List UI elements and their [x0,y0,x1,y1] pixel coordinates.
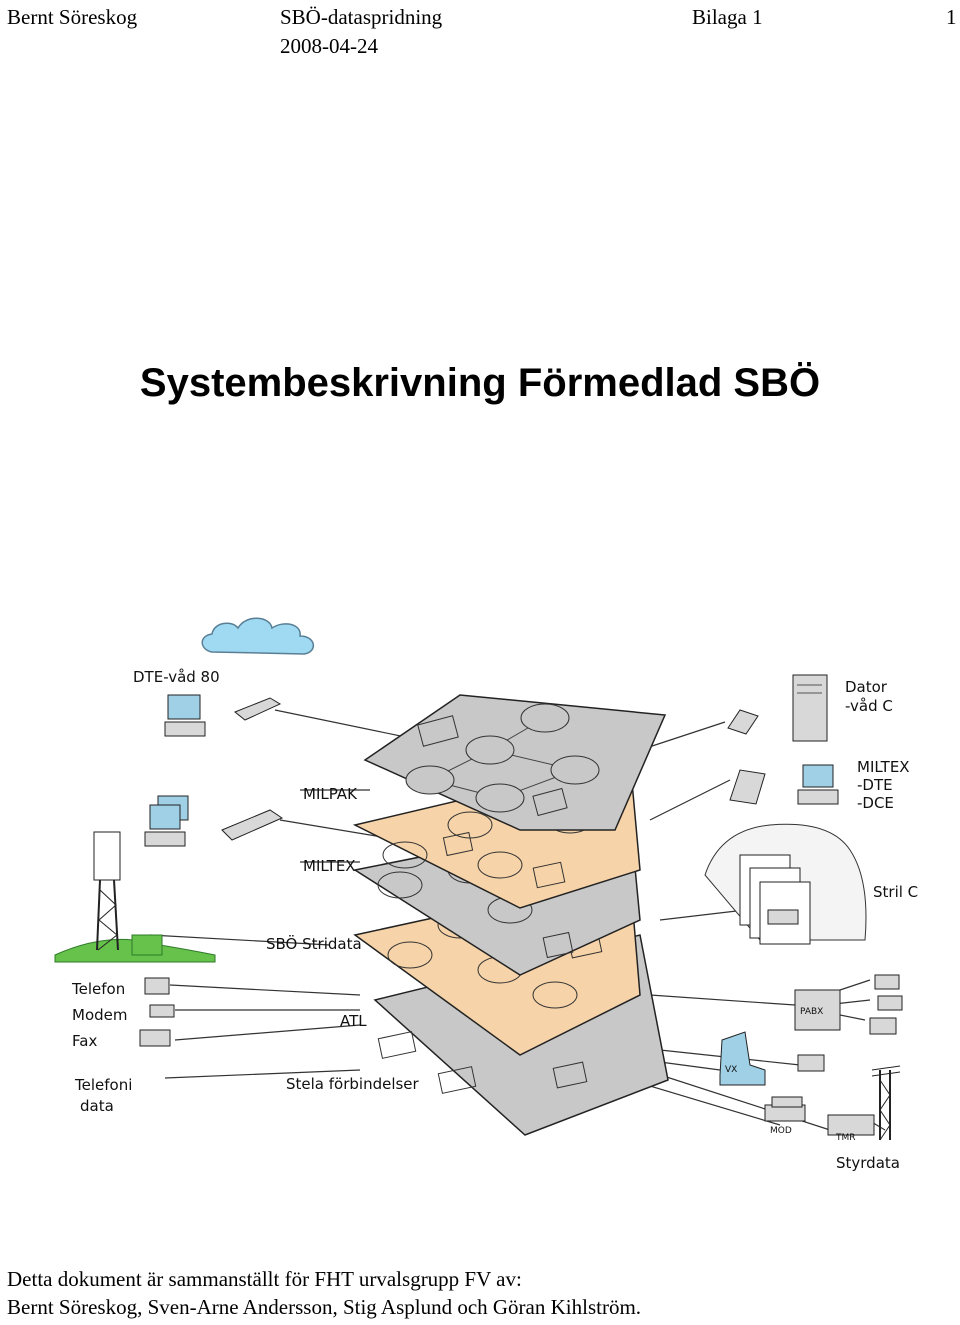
page-number: 1 [946,5,957,29]
page-title: Systembeskrivning Förmedlad SBÖ [139,361,821,405]
cloud-icon [201,617,314,655]
label-atl: ATL [340,1012,367,1030]
label-dte-vad-80: DTE-våd 80 [133,668,220,686]
header-date: 2008-04-24 [280,34,378,58]
computer-dte-icon [164,694,206,737]
telephone-icon [144,977,170,995]
modem-small-icon [877,995,903,1011]
label-fax: Fax [72,1032,97,1050]
stril-c-bunker-icon [704,823,867,945]
label-stril-c: Stril C [873,883,918,901]
computer-miltex-icon [797,764,839,805]
label-tmr: TMR [835,1133,856,1143]
label-dator: Dator [845,678,888,696]
modem-icon [234,697,282,721]
antenna-mast-icon [871,1065,901,1141]
radio-mast-icon [54,831,216,963]
label-sbo-stridata: SBÖ Stridata [266,934,362,953]
header-author: Bernt Söreskog [7,5,138,29]
label-pabx: PABX [800,1007,823,1017]
label-vx: VX [725,1065,737,1075]
computer-stack-icon [144,795,189,847]
modem-icon [221,809,284,841]
footer-line-1: Detta dokument är sammanställt för FHT u… [7,1267,522,1291]
label-milpak: MILPAK [303,785,358,803]
modem-icon [729,769,766,805]
tmr-device-icon [827,1114,875,1136]
label-miltex-dte: -DTE [857,776,893,794]
label-styrdata: Styrdata [836,1154,900,1172]
mainframe-computer-icon [792,674,828,742]
label-miltex-right: MILTEX [857,758,910,776]
vx-terminal-icon [719,1031,766,1086]
label-mod: MOD [770,1126,792,1136]
mod-device-icon [764,1096,806,1122]
label-miltex-dce: -DCE [857,794,894,812]
fax-icon [139,1029,171,1047]
label-dator-vad-c: -våd C [845,697,893,715]
header-appendix: Bilaga 1 [692,5,763,29]
label-modem: Modem [72,1006,127,1024]
fax-icon [869,1017,897,1035]
telephone-icon [797,1054,825,1072]
header-subject: SBÖ-dataspridning [280,5,443,29]
label-stela-forbindelser: Stela förbindelser [286,1075,420,1093]
layer-milpak [363,694,667,831]
label-data: data [80,1097,114,1115]
modem-small-icon [149,1004,175,1018]
modem-icon [727,709,759,735]
pabx-icon [794,989,841,1031]
label-telefon: Telefon [71,980,125,998]
label-miltex-layer: MILTEX [303,857,356,875]
network-illustration: DTE-våd 80 Dator -våd C MILTEX -DTE -DCE… [0,600,960,1200]
footer-line-2: Bernt Söreskog, Sven-Arne Andersson, Sti… [7,1295,642,1319]
telephone-icon [874,974,900,990]
label-telefoni: Telefoni [74,1076,132,1094]
